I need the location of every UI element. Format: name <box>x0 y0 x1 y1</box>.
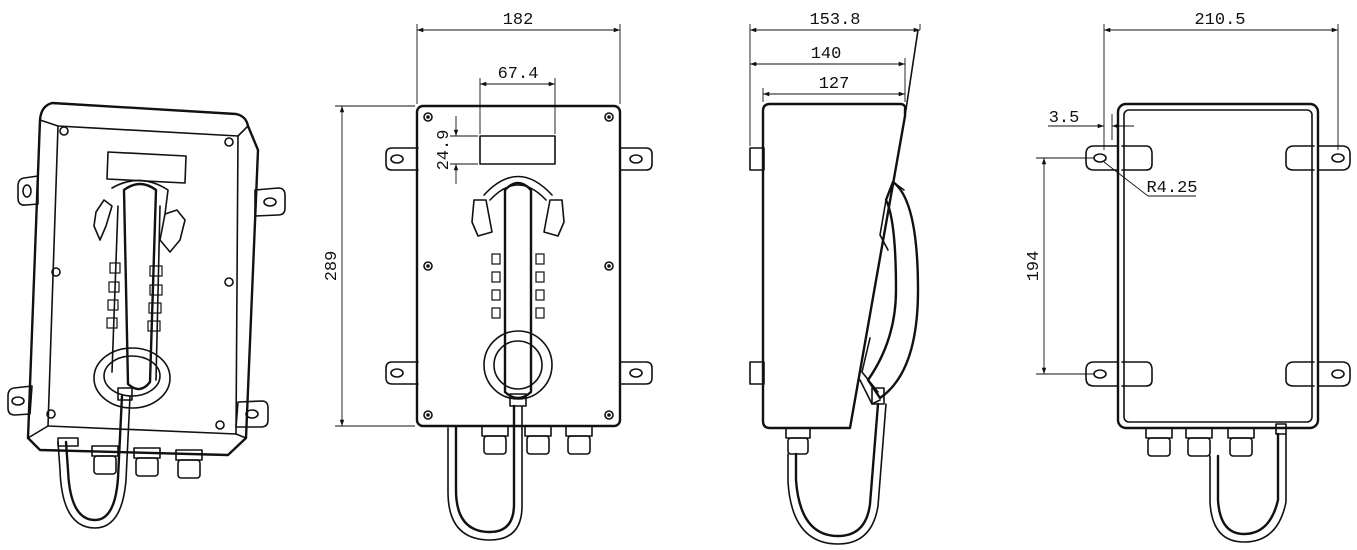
cable-glands-front <box>481 425 593 455</box>
front-view: 182 67.4 24.9 289 <box>323 11 653 541</box>
dim-front-width: 182 <box>503 11 534 30</box>
rear-view: 210.5 3.5 R4.25 194 <box>1025 11 1351 543</box>
keypad-front <box>491 253 545 319</box>
dim-side-mid: 140 <box>811 45 842 64</box>
side-view: 153.8 140 127 <box>749 11 921 545</box>
dim-front-height: 289 <box>323 251 342 282</box>
cable-glands-rear <box>1145 423 1287 457</box>
dim-side-total: 153.8 <box>809 11 860 30</box>
isometric-view <box>7 101 286 529</box>
dim-bracket-offset: 3.5 <box>1049 109 1080 128</box>
dim-side-body: 127 <box>819 75 850 94</box>
dim-rear-width: 210.5 <box>1194 11 1245 30</box>
dim-hole-spacing: 194 <box>1025 251 1044 282</box>
dim-display-height: 24.9 <box>435 130 454 171</box>
keypad <box>106 262 163 332</box>
dim-hole-radius: R4.25 <box>1146 179 1197 198</box>
cable-glands-iso <box>57 437 203 479</box>
dim-display-width: 67.4 <box>498 65 539 84</box>
